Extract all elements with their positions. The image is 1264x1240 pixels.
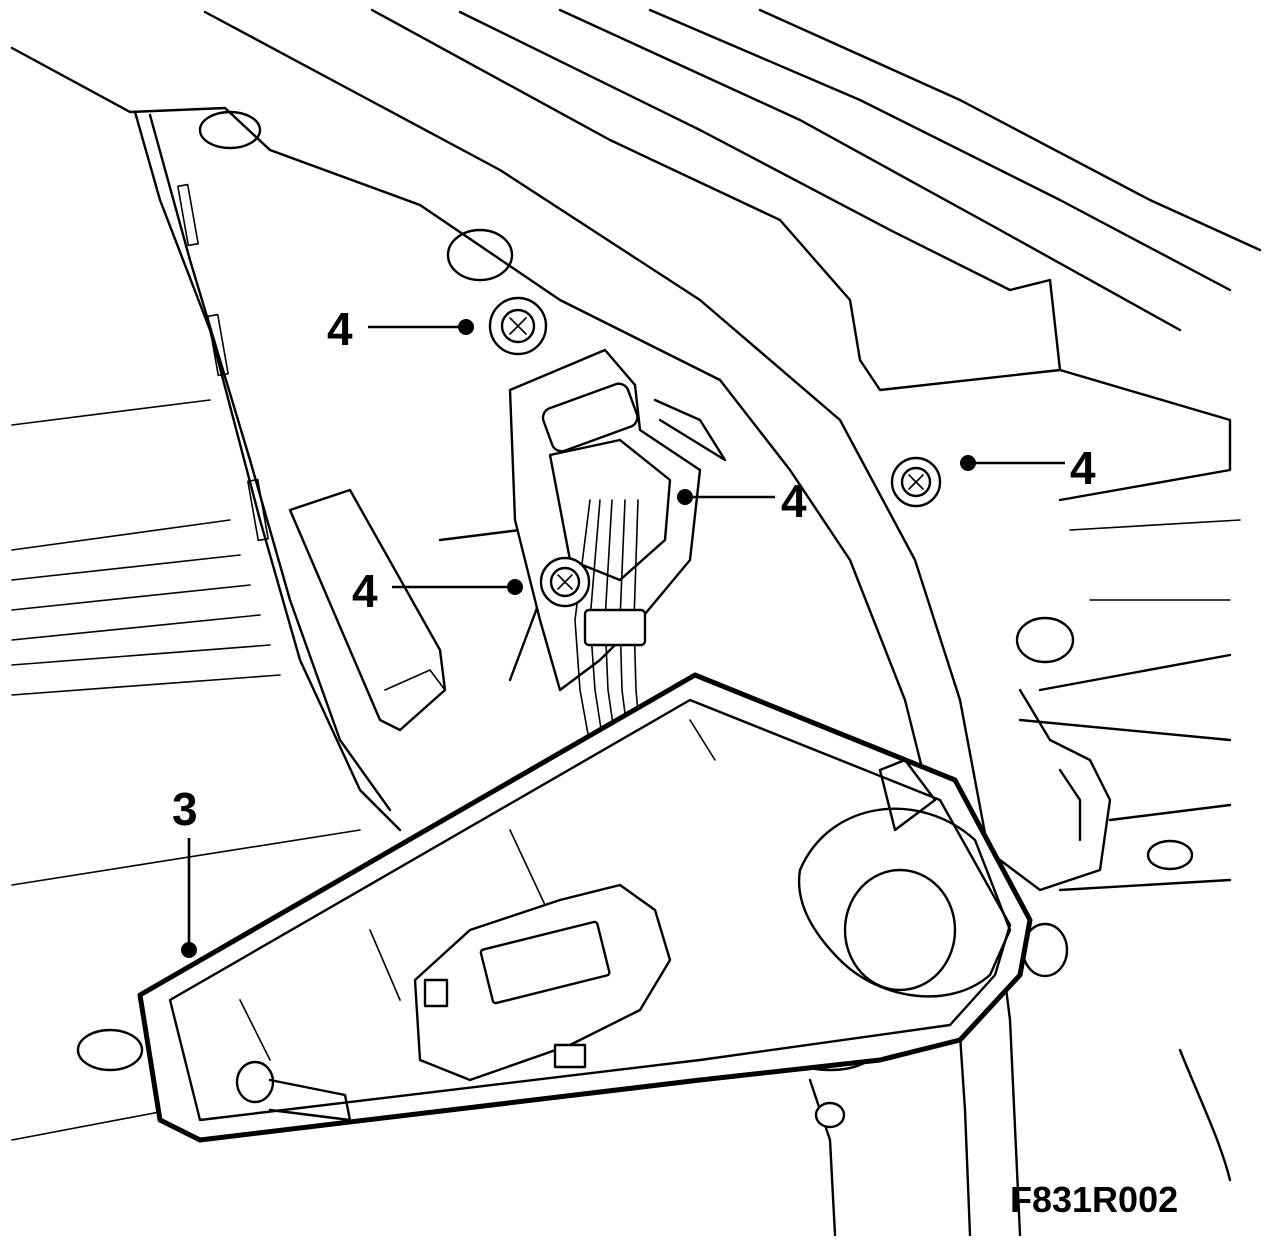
callout-panel: 3 xyxy=(172,783,198,835)
callout-screw-right: 4 xyxy=(1070,442,1096,494)
callout-screw-lower: 4 xyxy=(352,565,378,617)
trim-strips xyxy=(11,399,1241,1141)
screw-connector xyxy=(539,556,591,608)
pillar-slots xyxy=(177,183,269,542)
latch-detail xyxy=(808,688,1232,1237)
screw-right xyxy=(890,456,942,508)
callout-screw-connector: 4 xyxy=(781,475,807,527)
figure-id: F831R002 xyxy=(1010,1179,1178,1220)
mirror-bracket xyxy=(288,488,542,732)
callout-screw-upper: 4 xyxy=(327,303,353,355)
screw-upper xyxy=(488,296,548,356)
mirror-actuator xyxy=(235,883,672,1122)
callout-leaders xyxy=(181,319,1065,958)
